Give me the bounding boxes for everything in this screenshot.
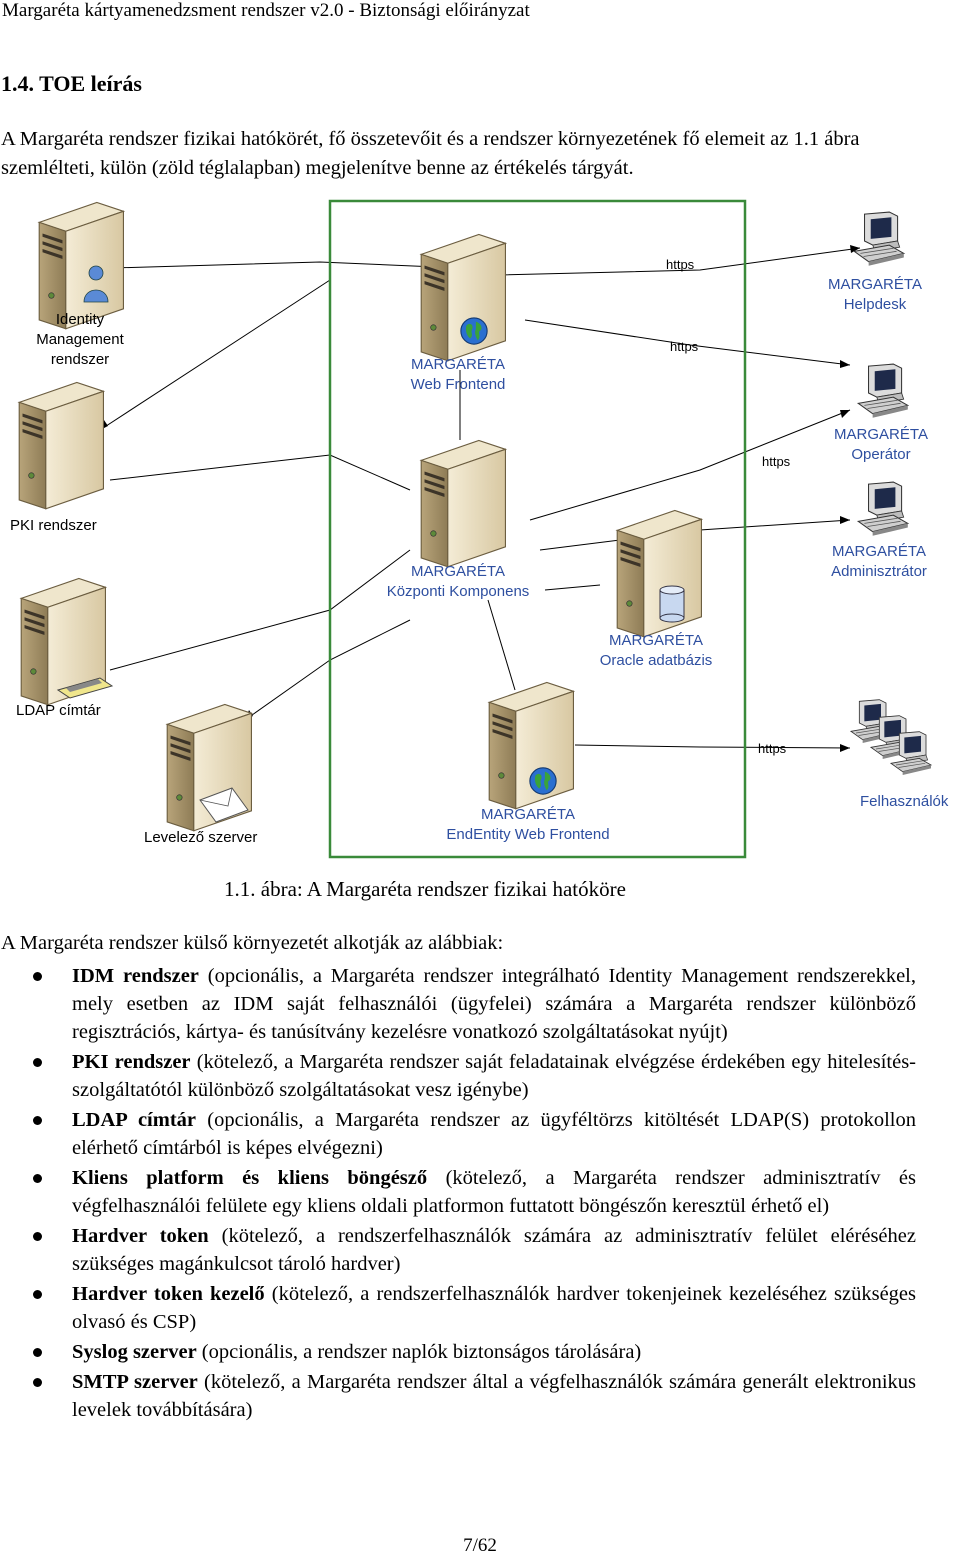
https-label: https xyxy=(762,454,791,469)
idm-label-line2: Management xyxy=(36,331,124,348)
page-number: 7/62 xyxy=(463,1535,497,1556)
web-frontend-label-line2: Web Frontend xyxy=(410,376,506,393)
list-item: IDM rendszer (opcionális, a Margaréta re… xyxy=(0,962,916,1046)
list-item: Hardver token kezelő (kötelező, a rendsz… xyxy=(0,1280,916,1336)
idm-label-line1: Identity xyxy=(55,311,105,328)
list-item: PKI rendszer (kötelező, a Margaréta rend… xyxy=(0,1048,916,1104)
endentity-server-icon xyxy=(488,681,574,810)
admin-label: MARGARÉTA Adminisztrátor xyxy=(814,542,944,582)
list-item: SMTP szerver (kötelező, a Margaréta rend… xyxy=(0,1368,916,1424)
list-item: LDAP címtár (opcionális, a Margaréta ren… xyxy=(0,1106,916,1162)
helpdesk-pc-icon xyxy=(853,211,905,267)
https-label: https xyxy=(758,741,787,756)
helpdesk-label-line1: MARGARÉTA xyxy=(828,276,922,293)
idm-label-line3: rendszer xyxy=(50,351,110,368)
bullet-icon xyxy=(33,1116,42,1125)
operator-label-line2: Operátor xyxy=(851,446,911,463)
list-item: Syslog szerver (opcionális, a rendszer n… xyxy=(0,1338,916,1366)
environment-intro: A Margaréta rendszer külső környezetét a… xyxy=(1,932,504,954)
operator-pc-icon xyxy=(857,363,909,419)
central-label-line1: MARGARÉTA xyxy=(411,563,505,580)
oracle-label-line2: Oracle adatbázis xyxy=(599,652,713,669)
figure-caption: 1.1. ábra: A Margaréta rendszer fizikai … xyxy=(224,877,626,901)
intro-paragraph: A Margaréta rendszer fizikai hatókörét, … xyxy=(1,128,860,179)
central-label-line2: Központi Komponens xyxy=(386,583,530,600)
pki-server-icon xyxy=(18,381,104,510)
envelope-icon xyxy=(199,787,249,823)
bullet-icon xyxy=(33,1378,42,1387)
card-reader-icon xyxy=(56,677,114,699)
bullet-icon xyxy=(33,1348,42,1357)
architecture-diagram: Identity Management rendszer PKI rendsze… xyxy=(0,190,960,870)
running-header: Margaréta kártyamenedzsment rendszer v2.… xyxy=(2,0,530,21)
admin-label-line1: MARGARÉTA xyxy=(832,543,926,560)
endentity-label-line2: EndEntity Web Frontend xyxy=(446,826,610,843)
globe-icon xyxy=(529,767,557,795)
mail-label: Levelező szerver xyxy=(144,829,258,846)
endentity-label: MARGARÉTA EndEntity Web Frontend xyxy=(428,805,628,845)
user-icon xyxy=(83,265,109,303)
idm-label: Identity Management rendszer xyxy=(30,310,130,370)
operator-label-line1: MARGARÉTA xyxy=(834,426,928,443)
oracle-label-line1: MARGARÉTA xyxy=(609,632,703,649)
diagram-graphics xyxy=(18,199,932,859)
bullet-icon xyxy=(33,1058,42,1067)
web-frontend-server-icon xyxy=(420,233,506,362)
users-label: Felhasználók xyxy=(860,793,949,810)
web-frontend-label: MARGARÉTA Web Frontend xyxy=(388,355,528,395)
bullet-icon xyxy=(33,1232,42,1241)
bullet-icon xyxy=(33,1290,42,1299)
operator-label: MARGARÉTA Operátor xyxy=(816,425,946,465)
bullet-icon xyxy=(33,972,42,981)
helpdesk-label: MARGARÉTA Helpdesk xyxy=(810,275,940,315)
admin-label-line2: Adminisztrátor xyxy=(831,563,927,580)
users-pc-group-icon xyxy=(850,699,932,776)
bullet-icon xyxy=(33,1174,42,1183)
list-item: Hardver token (kötelező, a rendszerfelha… xyxy=(0,1222,916,1278)
ldap-label: LDAP címtár xyxy=(16,702,101,719)
helpdesk-label-line2: Helpdesk xyxy=(843,296,907,313)
central-label: MARGARÉTA Központi Komponens xyxy=(370,562,546,602)
oracle-server-icon xyxy=(616,509,702,638)
https-label: https xyxy=(666,257,695,272)
admin-pc-icon xyxy=(857,481,909,537)
list-item: Kliens platform és kliens böngésző (köte… xyxy=(0,1164,916,1220)
oracle-label: MARGARÉTA Oracle adatbázis xyxy=(586,631,726,671)
endentity-label-line1: MARGARÉTA xyxy=(481,806,575,823)
globe-icon xyxy=(460,317,488,345)
central-server-icon xyxy=(420,439,506,568)
environment-list: IDM rendszer (opcionális, a Margaréta re… xyxy=(0,962,916,1426)
toe-boundary-rect xyxy=(328,199,747,859)
section-heading: 1.4. TOE leírás xyxy=(1,71,142,96)
database-icon xyxy=(659,585,685,623)
pki-label: PKI rendszer xyxy=(10,517,97,534)
https-label: https xyxy=(670,339,699,354)
web-frontend-label-line1: MARGARÉTA xyxy=(411,356,505,373)
